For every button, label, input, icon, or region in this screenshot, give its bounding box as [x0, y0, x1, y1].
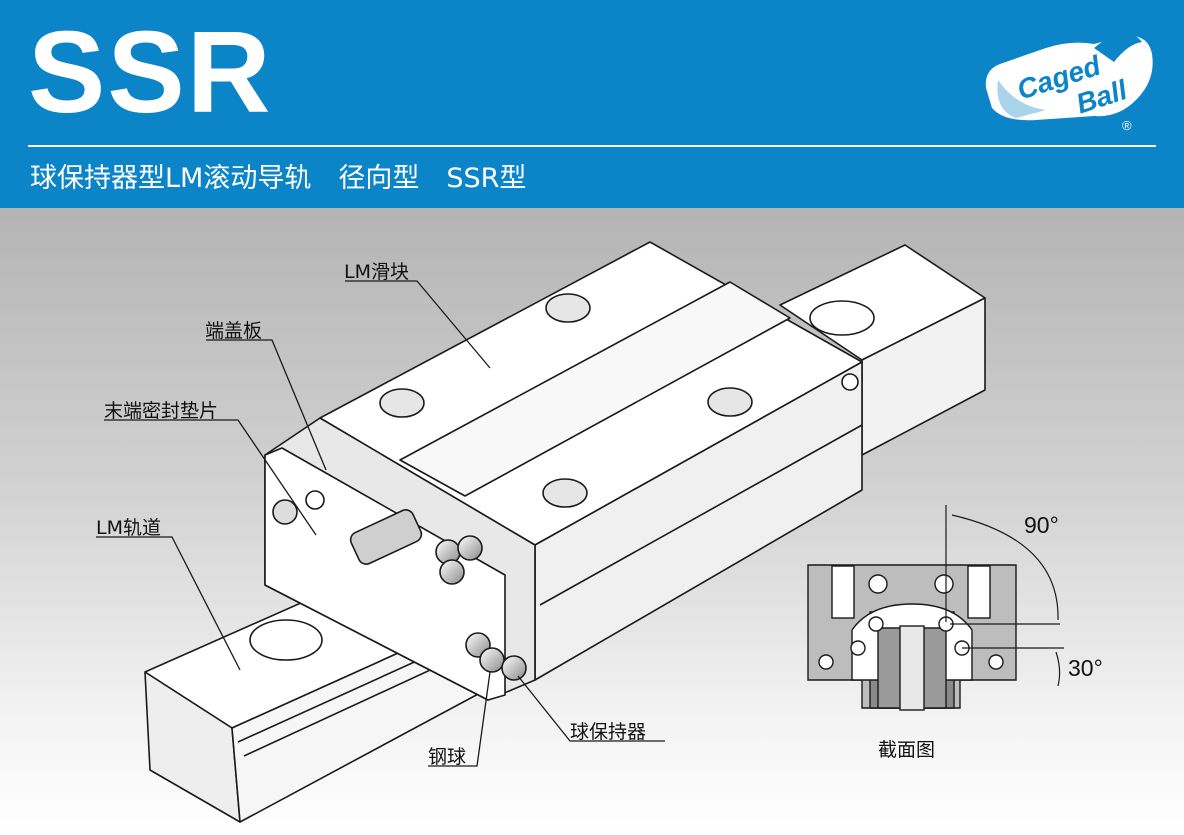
block-hole-3 [707, 387, 753, 417]
cross-section-bolt [899, 625, 925, 711]
leader-ball-cage [517, 675, 665, 742]
screw-thread [349, 509, 423, 565]
series-title: SSR [28, 7, 273, 137]
angle-30: 30° [1068, 655, 1103, 681]
leader-lm-block [345, 280, 491, 369]
cs-tap-right [967, 565, 991, 619]
registered-mark: ® [1122, 118, 1132, 133]
end-plate-hole [305, 490, 325, 510]
label-lm-block: LM滑块 [344, 261, 409, 283]
label-cross-section: 截面图 [878, 739, 936, 761]
caged-ball-logo: Caged Ball ® [985, 33, 1153, 133]
cs-ball-5 [818, 654, 834, 670]
cs-ball-3 [850, 640, 866, 656]
header-divider [28, 145, 1156, 147]
angle-90: 90° [1024, 512, 1059, 538]
label-ball-cage: 球保持器 [570, 721, 647, 743]
cs-tap-left [831, 565, 855, 619]
leader-end-plate [206, 339, 327, 471]
label-steel-ball: 钢球 [428, 746, 467, 768]
cs-ball-6 [988, 654, 1004, 670]
leader-end-seal [104, 419, 317, 536]
cs-arc-30 [1055, 651, 1061, 687]
cs-ball-hole-1 [868, 574, 888, 594]
cs-arc-90 [951, 514, 1059, 621]
grease-nipple [272, 499, 298, 525]
block-hole-1 [545, 293, 591, 323]
ball-5 [479, 647, 505, 673]
ball-2 [457, 535, 483, 561]
block-center-strip [399, 281, 791, 497]
cs-ball-1 [868, 616, 884, 632]
product-subtitle: 球保持器型LM滚动导轨 径向型 SSR型 [30, 163, 527, 194]
header-banner: SSR Caged Ball ® 球保持器型LM滚动导轨 径向型 SSR型 [0, 0, 1184, 208]
end-seal-plate [264, 447, 506, 701]
rail-mount-hole-front [249, 619, 323, 661]
ball-3 [439, 559, 465, 585]
leader-steel-ball [428, 671, 491, 767]
block-hole-4 [542, 478, 588, 508]
ball-6 [501, 655, 527, 681]
cs-ball-hole-2 [934, 574, 954, 594]
block-side-hole [841, 373, 859, 391]
block-hole-2 [379, 388, 425, 418]
block-side-groove [539, 424, 863, 606]
leader-lm-rail [96, 536, 241, 671]
rail-mount-hole-back [809, 300, 875, 336]
label-end-seal: 末端密封垫片 [104, 400, 219, 422]
label-end-plate: 端盖板 [205, 320, 263, 342]
label-lm-rail: LM轨道 [96, 517, 161, 539]
